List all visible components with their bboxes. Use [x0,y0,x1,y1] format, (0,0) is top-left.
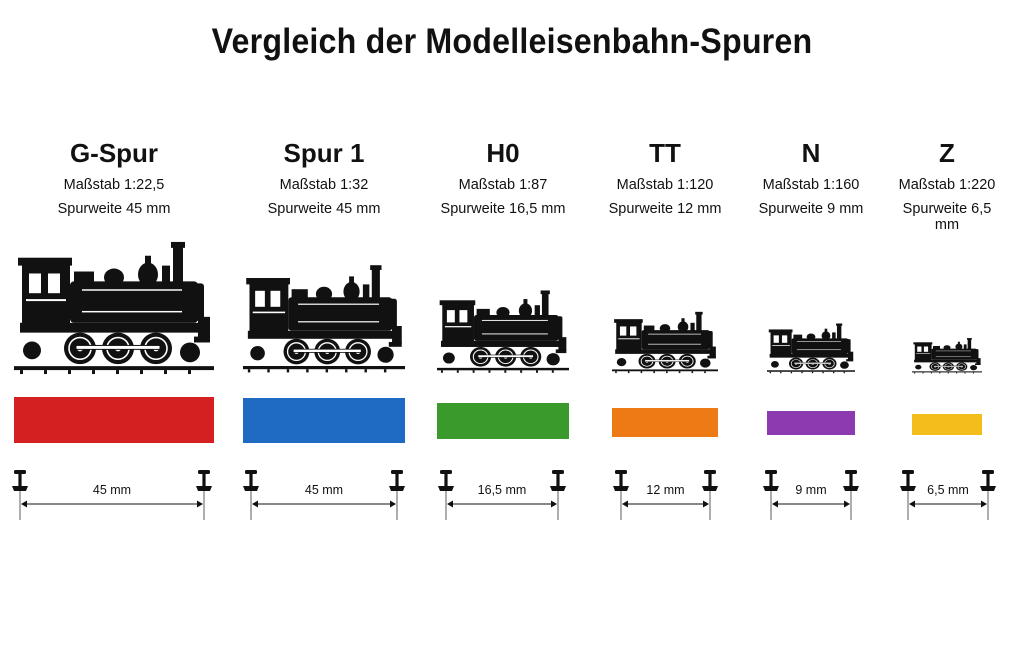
track-width-label: 45 mm [304,483,344,497]
track-width-label: 9 mm [795,483,827,497]
scale-text: Maßstab 1:22,5 [63,177,165,193]
rail-profile-icon [12,466,214,522]
scale-text: Maßstab 1:120 [616,177,714,193]
track-width-label: 6,5 mm [927,483,969,497]
gauge-column-n: N Maßstab 1:160 Spurweite 9 mm [759,0,863,672]
track-width-text: Spurweite 12 mm [608,201,722,217]
locomotive-icon [912,337,982,374]
gauge-name: H0 [486,138,520,168]
locomotive-icon [612,310,718,374]
scale-text: Maßstab 1:32 [279,177,369,193]
rail-profile-icon [612,466,718,522]
track-width-text: Spurweite 9 mm [758,201,864,217]
gauge-column-z: Z Maßstab 1:220 Spurweite 6,5 mm [899,0,996,672]
track-width-label: 45 mm [92,483,132,497]
gauge-color-bar [612,408,718,437]
gauge-color-bar [912,414,982,435]
track-width-text: Spurweite 45 mm [57,201,171,217]
gauge-name: Spur 1 [283,138,365,168]
rail-profile-icon [763,466,859,522]
gauge-color-bar [243,398,405,443]
gauge-color-bar [437,403,569,439]
locomotive-icon [437,288,569,374]
gauge-color-bar [14,397,214,443]
gauge-name: N [801,138,821,168]
gauge-column-h0: H0 Maßstab 1:87 Spurweite 16,5 mm [437,0,569,672]
gauge-column-g-spur: G-Spur Maßstab 1:22,5 Spurweite 45 mm [12,0,214,672]
locomotive-icon [14,238,214,376]
gauge-color-bar [767,411,855,435]
gauge-column-spur-1: Spur 1 Maßstab 1:32 Spurweite 45 mm [243,0,405,672]
diagram-title: Vergleich der Modelleisenbahn-Spuren [211,22,813,61]
rail-profile-icon [900,466,996,522]
gauge-name: Z [939,138,955,168]
scale-text: Maßstab 1:220 [898,177,996,193]
gauge-column-tt: TT Maßstab 1:120 Spurweite 12 mm [609,0,721,672]
track-width-label: 16,5 mm [477,483,527,497]
track-width-label: 12 mm [646,483,685,497]
gauge-name: TT [649,138,681,168]
track-width-text: Spurweite 16,5 mm [440,201,566,217]
track-width-text: Spurweite 6,5 mm [902,201,992,233]
locomotive-icon [243,262,405,374]
rail-profile-icon [437,466,569,522]
scale-text: Maßstab 1:160 [762,177,860,193]
track-width-text: Spurweite 45 mm [267,201,381,217]
scale-text: Maßstab 1:87 [458,177,548,193]
locomotive-icon [767,322,855,374]
rail-profile-icon [243,466,405,522]
gauge-name: G-Spur [69,138,159,168]
